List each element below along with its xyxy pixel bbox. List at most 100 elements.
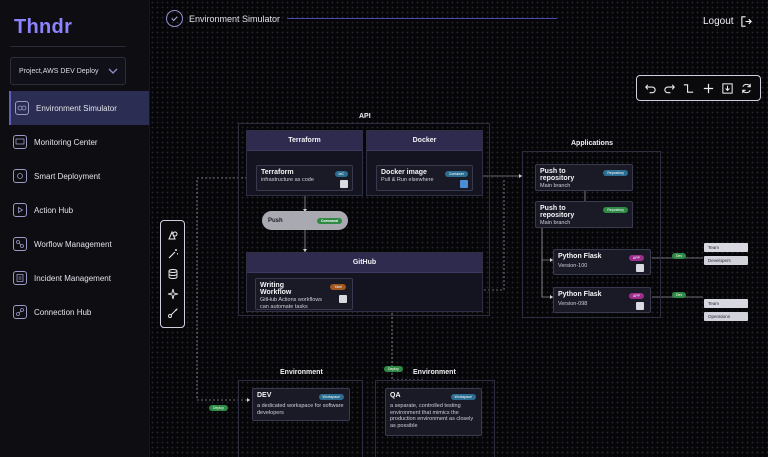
group-label-api: API — [359, 113, 371, 120]
project-select-value: Project,AWS DEV Deploy — [19, 67, 99, 75]
node-subtitle: Main branch — [540, 183, 571, 189]
flask-logo-icon — [636, 302, 644, 310]
team-operations-tag[interactable]: Operations — [704, 312, 748, 321]
push-command-node[interactable]: Push Command — [262, 211, 348, 230]
undo-icon[interactable] — [644, 81, 658, 95]
sidebar-item-monitoring-center[interactable]: Monitoring Center — [9, 125, 149, 159]
node-title: Python Flask — [558, 291, 602, 298]
node-subtitle: a dedicated workspace for software devel… — [257, 403, 344, 416]
connection-icon — [13, 305, 27, 319]
dev-badge-2: Dev — [672, 292, 687, 298]
node-title: Push to repository — [540, 205, 575, 219]
play-icon — [13, 203, 27, 217]
sidebar-item-workflow-management[interactable]: Worflow Management — [9, 227, 149, 261]
node-subtitle: Pull & Run elsewhere — [381, 177, 434, 183]
sidebar-item-label: Smart Deployment — [34, 171, 101, 181]
terraform-node[interactable]: Terraform infrastructure as code IaC — [256, 165, 353, 191]
sidebar-item-label: Incident Management — [34, 273, 111, 283]
node-badge: Container — [444, 171, 468, 177]
node-subtitle: a separate, controlled testing environme… — [390, 403, 474, 429]
team-tag-2[interactable]: Team — [704, 299, 748, 308]
deploy-icon — [13, 169, 27, 183]
group-label-applications: Applications — [571, 140, 614, 147]
flask-logo-icon — [636, 264, 644, 272]
node-badge: Yaml — [330, 284, 346, 290]
sidebar-divider — [10, 46, 126, 47]
sidebar-item-label: Action Hub — [34, 205, 74, 215]
node-badge: Workspace — [318, 394, 344, 400]
rocket-icon[interactable] — [166, 307, 179, 320]
sidebar-item-label: Environment Simulator — [36, 103, 117, 113]
sparkle-icon[interactable] — [166, 287, 179, 300]
page-title: Environment Simulator — [189, 13, 281, 24]
github-panel-header: GitHub — [247, 253, 482, 273]
add-icon[interactable] — [701, 81, 715, 95]
push-badge: Command — [316, 218, 342, 224]
api-group — [238, 123, 490, 316]
qa-environment-node[interactable]: QA a separate, controlled testing enviro… — [385, 388, 482, 436]
node-badge: APP — [628, 293, 644, 299]
sidebar-nav: Environment Simulator Monitoring Center … — [9, 91, 149, 329]
sidebar-item-label: Connection Hub — [34, 307, 92, 317]
sidebar-item-label: Monitoring Center — [34, 137, 98, 147]
node-title: Writing Workflow — [260, 282, 292, 296]
node-title: Terraform — [261, 169, 294, 176]
environment-qa-group — [375, 380, 495, 457]
node-badge: APP — [628, 255, 644, 261]
terraform-logo-icon — [340, 180, 348, 188]
docker-panel-header: Docker — [367, 131, 482, 151]
canvas-toolbar — [636, 75, 761, 101]
push-repository-node-1[interactable]: Push to repository Main branch Repositor… — [535, 164, 633, 191]
node-title: QA — [390, 392, 401, 399]
group-label-environment-dev: Environment — [280, 369, 323, 376]
workflow-icon — [13, 237, 27, 251]
logout-label: Logout — [703, 16, 734, 27]
page-header: Environment Simulator — [166, 10, 280, 27]
sidebar-item-smart-deployment[interactable]: Smart Deployment — [9, 159, 149, 193]
push-label: Push — [268, 217, 283, 224]
sidebar: Thndr Project,AWS DEV Deploy Environment… — [0, 0, 150, 457]
sidebar-item-action-hub[interactable]: Action Hub — [9, 193, 149, 227]
environment-dev-group — [238, 380, 363, 457]
simulator-icon — [15, 101, 29, 115]
sidebar-item-incident-management[interactable]: Incident Management — [9, 261, 149, 295]
redo-icon[interactable] — [663, 81, 677, 95]
check-icon — [166, 10, 183, 27]
python-flask-node-2[interactable]: Python Flask Version-098 APP — [553, 287, 651, 313]
node-badge: Repository — [603, 170, 628, 176]
magic-wand-icon[interactable] — [166, 248, 179, 261]
database-icon[interactable] — [166, 267, 179, 280]
docker-image-node[interactable]: Docker image Pull & Run elsewhere Contai… — [376, 165, 473, 191]
save-icon[interactable] — [720, 81, 734, 95]
node-badge: Workspace — [450, 394, 476, 400]
push-repository-node-2[interactable]: Push to repository Main branch Repositor… — [535, 201, 633, 228]
team-tag-1[interactable]: Team — [704, 243, 748, 252]
sidebar-item-label: Worflow Management — [34, 239, 112, 249]
applications-group — [522, 151, 661, 318]
dev-environment-node[interactable]: DEV a dedicated workspace for software d… — [252, 388, 350, 421]
deploy-badge-dev: Deploy — [209, 405, 228, 411]
project-select[interactable]: Project,AWS DEV Deploy — [10, 57, 126, 85]
deploy-badge-qa: Deploy — [384, 366, 403, 372]
node-badge: IaC — [334, 171, 348, 177]
connector-icon[interactable] — [682, 81, 696, 95]
sidebar-item-connection-hub[interactable]: Connection Hub — [9, 295, 149, 329]
writing-workflow-node[interactable]: Writing Workflow GitHub Actions workflow… — [255, 278, 353, 310]
logout-button[interactable]: Logout — [703, 15, 753, 28]
monitor-icon — [13, 135, 27, 149]
refresh-icon[interactable] — [739, 81, 753, 95]
tool-palette — [160, 220, 185, 328]
docker-logo-icon — [460, 180, 468, 188]
node-subtitle: GitHub Actions workflows can automate ta… — [260, 297, 323, 310]
shapes-icon[interactable] — [166, 228, 179, 241]
github-logo-icon — [339, 295, 347, 303]
app-logo[interactable]: Thndr — [14, 16, 73, 38]
node-title: DEV — [257, 392, 272, 399]
team-developers-tag[interactable]: Developers — [704, 256, 748, 265]
python-flask-node-1[interactable]: Python Flask Version-100 APP — [553, 249, 651, 275]
sidebar-item-environment-simulator[interactable]: Environment Simulator — [9, 91, 149, 125]
node-subtitle: infrastructure as code — [261, 177, 314, 183]
chevron-down-icon — [108, 68, 118, 74]
group-label-environment-qa: Environment — [413, 369, 456, 376]
node-title: Push to repository — [540, 168, 575, 182]
